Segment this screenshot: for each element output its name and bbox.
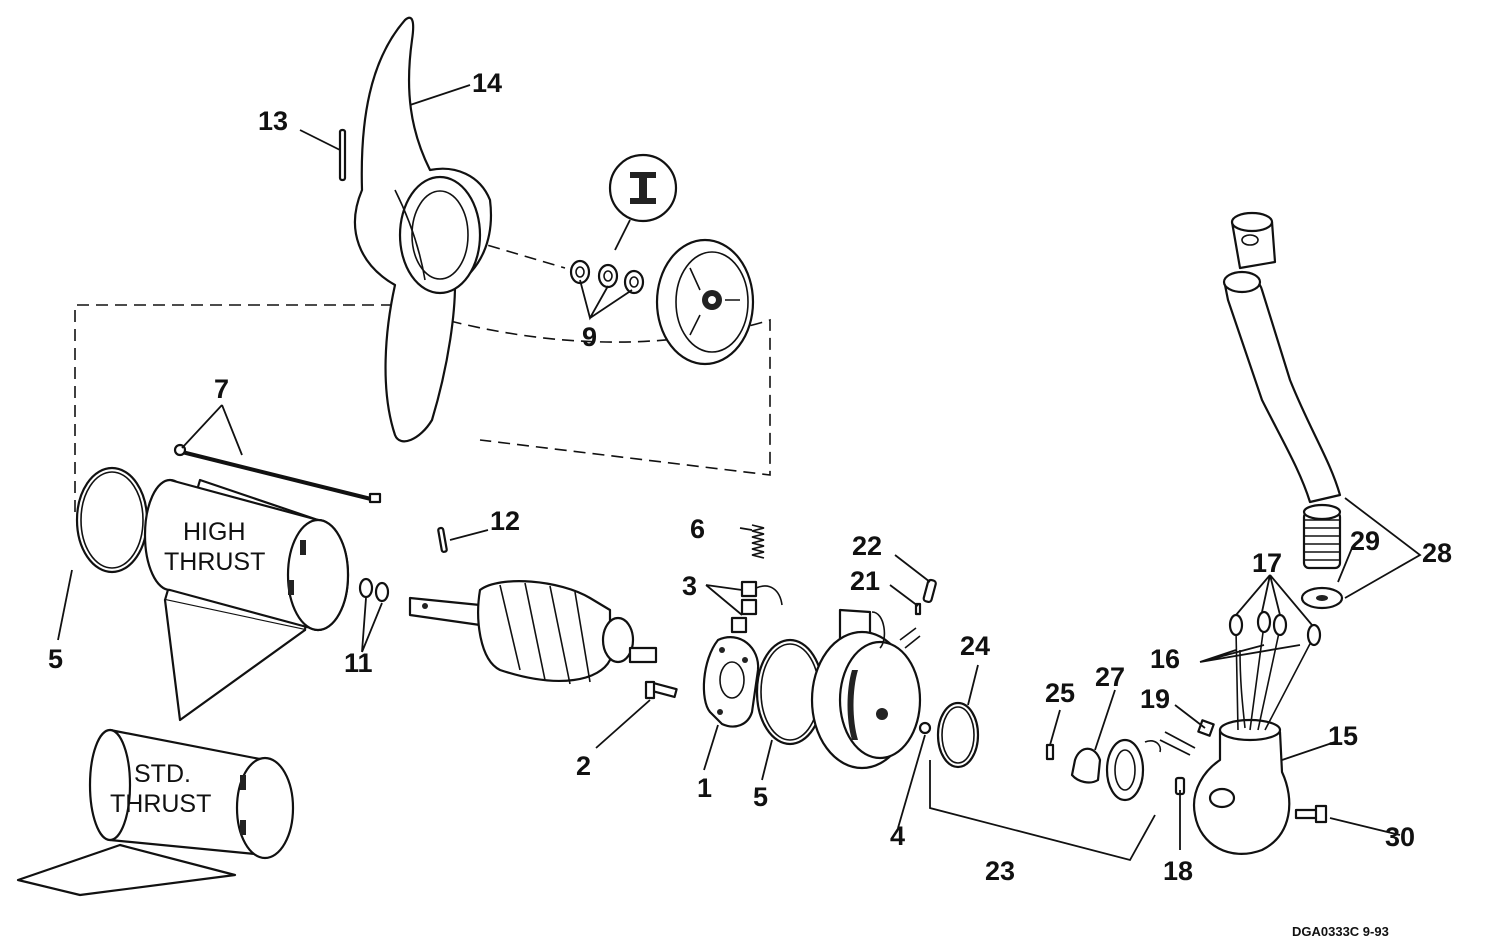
callout-28: 28 [1422, 538, 1452, 568]
propeller [353, 16, 492, 443]
std-thrust-label-line1: STD. [134, 760, 191, 788]
washer-detail-inset [608, 153, 678, 251]
callout-5-middle: 5 [753, 782, 768, 812]
propeller-pin [338, 128, 347, 182]
callout-16: 16 [1150, 644, 1180, 674]
callout-19: 19 [1140, 684, 1170, 714]
armature [408, 580, 658, 685]
callout-27: 27 [1095, 662, 1125, 692]
armature-washers [358, 577, 390, 603]
callout-29: 29 [1350, 526, 1380, 556]
callout-3: 3 [682, 571, 697, 601]
callout-24: 24 [960, 631, 990, 661]
roll-pin-21 [914, 602, 922, 616]
callout-2: 2 [576, 751, 591, 781]
washers [569, 259, 645, 295]
brushes [730, 580, 783, 634]
clamp-seal-assembly [1045, 738, 1162, 802]
high-thrust-housing [143, 478, 350, 722]
callout-25: 25 [1045, 678, 1075, 708]
callout-14: 14 [472, 68, 502, 98]
o-ring-left [75, 466, 149, 574]
callout-11: 11 [344, 648, 373, 678]
steering-tube [1222, 211, 1342, 504]
high-thrust-label-line2: THRUST [164, 548, 265, 576]
callout-9: 9 [582, 322, 597, 352]
callout-30: 30 [1385, 822, 1415, 852]
wires-and-terminals [1228, 610, 1322, 731]
rear-housing-magnet [810, 608, 922, 770]
callout-7: 7 [214, 374, 229, 404]
callout-21: 21 [850, 566, 880, 596]
nut-4 [918, 721, 932, 735]
callout-5-left: 5 [48, 644, 63, 674]
callout-17: 17 [1252, 548, 1282, 578]
spring-29 [1302, 503, 1342, 570]
high-thrust-label-line1: HIGH [183, 518, 246, 546]
drawing-code: DGA0333C 9-93 [1292, 924, 1389, 938]
callout-6: 6 [690, 514, 705, 544]
brush-plate [702, 636, 760, 728]
callout-13: 13 [258, 106, 288, 136]
leader-lines [57, 84, 1422, 862]
callout-4: 4 [890, 821, 905, 851]
front-end-cap [655, 238, 755, 366]
callout-1: 1 [697, 773, 712, 803]
std-thrust-label-line2: THRUST [110, 790, 211, 818]
brush-plate-screw [644, 680, 678, 700]
roll-pin-22 [922, 578, 937, 604]
motor-lower-housing [1192, 718, 1291, 855]
bolt-30 [1294, 804, 1328, 824]
callout-15: 15 [1328, 721, 1358, 751]
through-bolt [173, 443, 382, 504]
std-thrust-housing [16, 728, 295, 897]
callout-18: 18 [1163, 856, 1193, 886]
o-ring-24 [936, 701, 980, 769]
nut-19 [1197, 719, 1215, 737]
brush-spring [751, 524, 765, 559]
callout-12: 12 [490, 506, 520, 536]
callout-23: 23 [985, 856, 1015, 886]
drive-pin [437, 526, 448, 553]
callout-22: 22 [852, 531, 882, 561]
shaft-dashed-line [469, 239, 566, 269]
assembly-dashed-line [74, 304, 771, 512]
